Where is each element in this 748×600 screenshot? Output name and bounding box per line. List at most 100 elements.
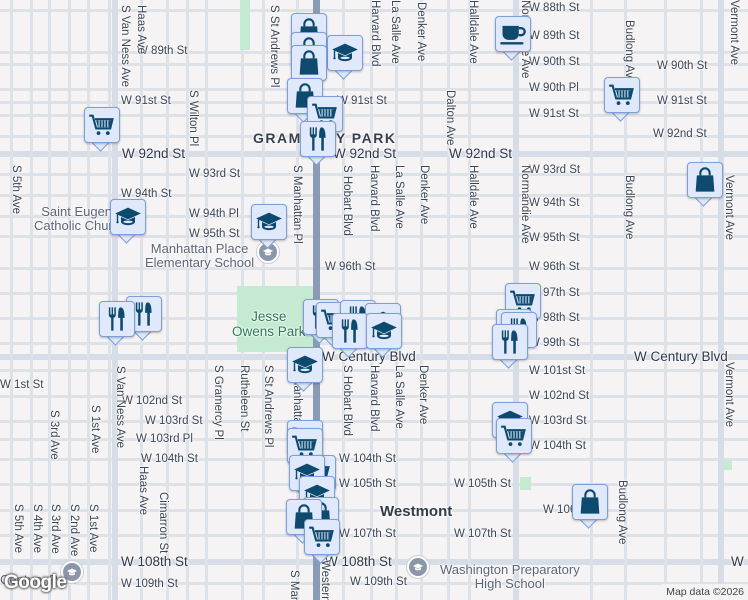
street-w-89th-st	[0, 51, 748, 54]
street-label: W 95th St	[529, 232, 580, 244]
street-label: W 92nd St	[653, 128, 707, 140]
map-marker-shopping-bag[interactable]	[572, 484, 608, 530]
avenue-label: S Manhattan Pl	[291, 165, 303, 244]
street-label: W 90th St	[657, 60, 708, 72]
fork-knife-icon	[496, 328, 524, 356]
major-street-label: W Century Blvd	[634, 349, 728, 364]
map-marker-graduation-cap[interactable]	[366, 313, 402, 359]
avenue-label: S 5th Ave	[10, 165, 22, 215]
avenue-label: Harvard Blvd	[368, 165, 380, 232]
marker-body	[99, 301, 135, 337]
street-vertical	[624, 0, 627, 600]
map-data-credit[interactable]: Map data ©2026	[662, 584, 748, 600]
school-poi-pin[interactable]	[61, 561, 83, 583]
avenue-label: Budlong Ave	[616, 480, 628, 545]
shopping-cart-icon	[291, 432, 319, 460]
map-marker-shopping-cart[interactable]	[304, 519, 340, 565]
major-street-label: W 108th St	[731, 554, 748, 569]
map-marker-coffee[interactable]	[495, 16, 531, 62]
street-vertical	[186, 0, 189, 600]
street-vertical	[590, 0, 593, 600]
street-label: W 88th St	[529, 2, 580, 14]
avenue-label: Vermont Ave	[728, 0, 740, 65]
map-marker-graduation-cap[interactable]	[251, 204, 287, 250]
street-label: W 103rd St	[145, 415, 203, 427]
street-label: W 104th St	[141, 453, 198, 465]
avenue-label: Budlong Ave	[623, 20, 635, 85]
marker-body	[604, 77, 640, 113]
marker-body	[572, 484, 608, 520]
street-label: W 103rd St	[529, 415, 587, 427]
avenue-label: Dalton Ave	[444, 90, 456, 146]
school-poi-pin[interactable]	[257, 241, 279, 263]
street-label: W 89th St	[137, 45, 188, 57]
street-label: W 94th Pl	[189, 208, 239, 220]
shopping-cart-icon	[509, 287, 537, 315]
street-label: W 90th St	[529, 56, 580, 68]
fork-knife-icon	[336, 317, 364, 345]
street-w-century-blvd	[0, 354, 748, 360]
map-marker-shopping-bag[interactable]	[687, 162, 723, 208]
street-vertical	[468, 0, 471, 600]
street-label: W 94th St	[121, 188, 172, 200]
map-marker-restaurant[interactable]	[332, 313, 368, 359]
street-label: W 102nd St	[529, 390, 590, 402]
school-poi-pin[interactable]	[407, 556, 429, 578]
street-label: W 95th St	[189, 228, 240, 240]
avenue-label: Normandie Ave	[519, 165, 531, 244]
graduation-cap-icon	[262, 246, 274, 258]
avenue-label: S Hobart Blvd	[341, 165, 353, 236]
street-label: W 104th St	[339, 453, 396, 465]
marker-body	[287, 347, 323, 383]
map-marker-shopping-cart[interactable]	[604, 77, 640, 123]
google-logo: Google	[4, 572, 67, 593]
avenue-label: Haas Ave	[137, 466, 149, 516]
street-vertical	[30, 0, 33, 600]
street-label: W 91st St	[337, 95, 387, 107]
poi-label: Washington Preparatory High School	[440, 562, 580, 592]
map-marker-shopping-cart[interactable]	[84, 107, 120, 153]
marker-body	[300, 121, 336, 157]
avenue-label: S 3rd Ave	[48, 410, 60, 460]
map-marker-shopping-cart[interactable]	[496, 418, 532, 464]
avenue-label: S 1st Ave	[87, 504, 99, 553]
map-marker-graduation-cap[interactable]	[110, 199, 146, 245]
graduation-cap-icon	[291, 351, 319, 379]
avenue-label: Cimarron St	[157, 492, 169, 554]
street-w-94th-pl	[0, 215, 748, 218]
street-w-103rd-pl	[0, 438, 748, 441]
street-label: W 93rd St	[529, 164, 581, 176]
street-vertical	[10, 0, 13, 600]
graduation-cap-icon	[331, 39, 359, 67]
map-marker-restaurant[interactable]	[300, 121, 336, 167]
map-marker-graduation-cap[interactable]	[327, 35, 363, 81]
poi-label: Manhattan Place Elementary School	[145, 241, 255, 271]
marker-body	[110, 199, 146, 235]
jesse-owens-park-area	[237, 286, 313, 352]
map-marker-restaurant[interactable]	[99, 301, 135, 347]
graduation-cap-icon	[114, 203, 142, 231]
map-marker-restaurant[interactable]	[492, 324, 528, 370]
street-w-106th-st	[0, 509, 748, 512]
avenue-label: Denker Ave	[417, 365, 429, 425]
street-vertical	[447, 0, 450, 600]
street-w-92nd-st	[0, 135, 748, 138]
marker-body	[251, 204, 287, 240]
avenue-label: S Van Ness Ave	[114, 366, 126, 449]
avenue-label: S 1st Ave	[89, 405, 101, 454]
shopping-cart-icon	[500, 422, 528, 450]
street-label: W 105th St	[339, 478, 396, 490]
major-street-label: W 92nd St	[333, 146, 397, 161]
avenue-label: La Salle Ave	[389, 0, 401, 64]
major-street-label: W 108th St	[121, 554, 188, 569]
marker-body	[496, 418, 532, 454]
shopping-bag-icon	[691, 166, 719, 194]
street-w-105th-st	[0, 483, 748, 486]
map-marker-graduation-cap[interactable]	[287, 347, 323, 393]
street-label: W 98th St	[529, 312, 580, 324]
graduation-cap-icon	[412, 561, 424, 573]
avenue-label: S St Andrews Pl	[268, 5, 280, 88]
shopping-bag-icon	[576, 488, 604, 516]
street-vertical	[108, 0, 111, 600]
